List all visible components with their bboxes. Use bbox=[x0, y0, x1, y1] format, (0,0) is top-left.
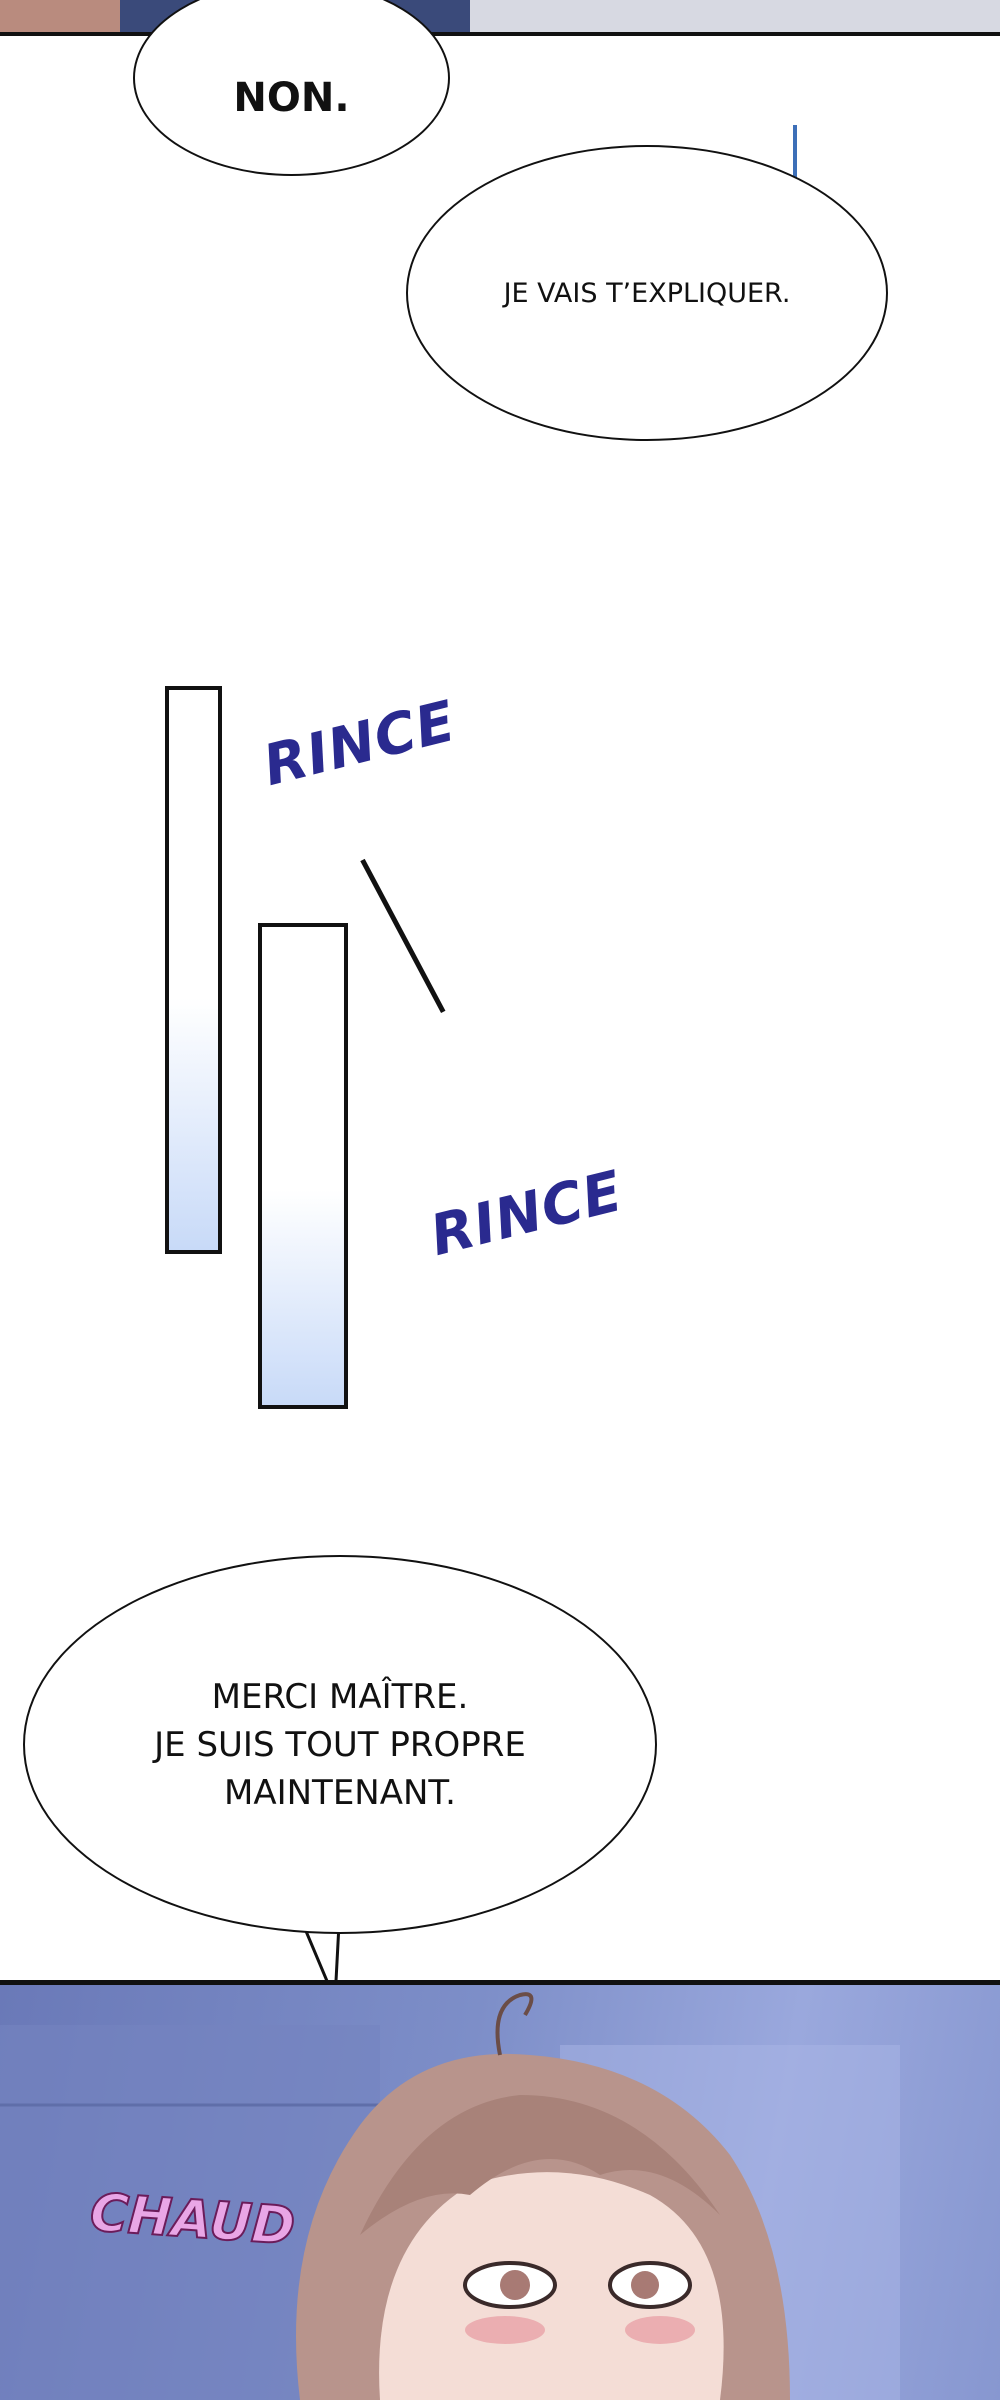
motion-line bbox=[360, 858, 446, 1014]
speech-text-non: NON. bbox=[233, 75, 350, 121]
speech-line-2: JE SUIS TOUT PROPRE bbox=[154, 1724, 526, 1765]
rinse-bar-right bbox=[258, 923, 348, 1409]
speech-bubble-explain: JE VAIS T’EXPLIQUER. bbox=[406, 145, 888, 441]
speech-line-3: MAINTENANT. bbox=[224, 1772, 456, 1813]
speech-bubble-thanks: MERCI MAÎTRE. JE SUIS TOUT PROPRE MAINTE… bbox=[23, 1555, 657, 1934]
speech-line-1: MERCI MAÎTRE. bbox=[211, 1676, 469, 1717]
sfx-rince-2: RINCE bbox=[424, 1158, 630, 1270]
character-panel bbox=[0, 1980, 1000, 2400]
character-illustration bbox=[0, 1992, 900, 2400]
sfx-rince-1: RINCE bbox=[257, 688, 463, 800]
speech-bubble-non: NON. bbox=[133, 0, 450, 176]
speech-text-thanks: MERCI MAÎTRE. JE SUIS TOUT PROPRE MAINTE… bbox=[154, 1673, 526, 1817]
speech-text-explain: JE VAIS T’EXPLIQUER. bbox=[503, 277, 791, 309]
previous-panel-edge bbox=[0, 0, 1000, 36]
rinse-bar-left bbox=[165, 686, 222, 1254]
